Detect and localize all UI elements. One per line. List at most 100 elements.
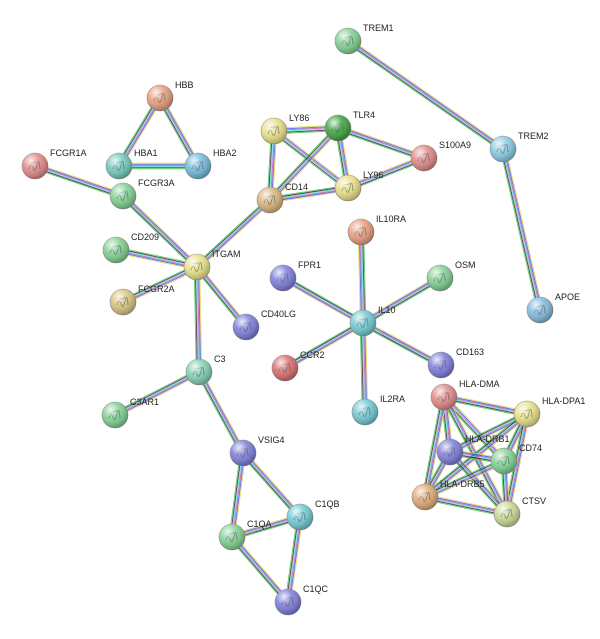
node-gloss <box>335 28 361 54</box>
node-osm[interactable]: OSM <box>426 260 476 292</box>
node-gloss <box>431 384 457 410</box>
edge-stripe <box>346 42 502 152</box>
node-cd74[interactable]: CD74 <box>490 443 542 475</box>
node-cd209[interactable]: CD209 <box>102 232 159 264</box>
node-vsig4[interactable]: VSIG4 <box>229 435 285 467</box>
edge-stripe <box>359 323 363 413</box>
node-ly86[interactable]: LY86 <box>260 113 309 145</box>
node-il2ra[interactable]: IL2RA <box>351 394 405 426</box>
edge-stripe <box>444 396 528 414</box>
node-label: CD209 <box>131 232 159 242</box>
edge-stripe <box>114 370 199 414</box>
edge-stripe <box>347 157 424 188</box>
node-tlr4[interactable]: TLR4 <box>324 110 375 142</box>
edge-stripe <box>425 496 508 514</box>
node-label: IL10RA <box>376 214 406 224</box>
node-gloss <box>427 265 453 291</box>
node-fcgr1a[interactable]: FCGR1A <box>21 148 87 180</box>
node-gloss <box>261 118 287 144</box>
node-gloss <box>437 439 463 465</box>
edge-stripe <box>422 396 443 497</box>
node-ccr2[interactable]: CCR2 <box>271 350 325 382</box>
edge-stripe <box>363 322 442 365</box>
node-label: FCGR1A <box>50 148 87 158</box>
edge-stripe <box>337 129 424 160</box>
node-hla-drb5[interactable]: HLA-DRB5 <box>411 479 485 511</box>
node-c3[interactable]: C3 <box>185 354 226 386</box>
edge-stripe <box>499 149 538 311</box>
node-cd14[interactable]: CD14 <box>256 182 308 214</box>
edge-stripe <box>363 321 442 364</box>
edge-stripe <box>290 517 304 603</box>
edge-C3-VSIG4 <box>196 370 246 455</box>
node-hla-dma[interactable]: HLA-DMA <box>430 379 500 411</box>
node-hbb[interactable]: HBB <box>146 80 194 112</box>
edge-stripe <box>116 249 198 267</box>
node-trem1[interactable]: TREM1 <box>334 23 394 55</box>
node-c1qa[interactable]: C1QA <box>218 519 272 551</box>
edge-stripe <box>199 266 203 372</box>
node-label: C1QC <box>303 584 329 594</box>
edge-stripe <box>364 320 443 363</box>
node-hba1[interactable]: HBA1 <box>105 148 158 180</box>
edge-stripe <box>267 125 337 199</box>
node-c3ar1[interactable]: C3AR1 <box>101 397 159 429</box>
edge-stripe <box>195 198 270 267</box>
node-ctsv[interactable]: CTSV <box>493 496 546 528</box>
edge-stripe <box>348 160 426 191</box>
node-c1qc[interactable]: C1QC <box>274 584 329 616</box>
edge-stripe <box>115 252 197 271</box>
edge-stripe <box>349 38 505 148</box>
node-gloss <box>103 237 129 263</box>
edge-stripe <box>120 197 196 270</box>
edge-stripe <box>451 449 510 513</box>
node-gloss <box>185 153 211 179</box>
edge-stripe <box>197 372 242 455</box>
node-hla-drb1[interactable]: HLA-DRB1 <box>436 434 510 466</box>
node-cd40lg[interactable]: CD40LG <box>232 309 296 341</box>
edge-stripe <box>114 371 199 415</box>
node-gloss <box>491 448 517 474</box>
edge-stripe <box>424 459 504 496</box>
node-c1qb[interactable]: C1QB <box>286 499 340 531</box>
edge-ITGAM-C3 <box>193 266 203 373</box>
node-ly96[interactable]: LY96 <box>334 170 383 202</box>
edge-stripe <box>123 194 199 267</box>
node-itgam[interactable]: ITGAM <box>183 249 241 281</box>
edge-stripe <box>123 269 199 305</box>
node-label: CTSV <box>522 496 546 506</box>
edge-stripe <box>117 96 159 166</box>
edge-stripe <box>348 39 505 149</box>
node-hba2[interactable]: HBA2 <box>184 148 237 180</box>
edge-stripe <box>508 414 530 515</box>
node-fcgr2a[interactable]: FCGR2A <box>109 284 175 316</box>
node-s100a9[interactable]: S100A9 <box>410 140 471 172</box>
edge-stripe <box>444 395 506 461</box>
node-label: CD74 <box>519 443 542 453</box>
node-apoe[interactable]: APOE <box>526 292 580 324</box>
edge-stripe <box>283 321 363 367</box>
node-fpr1[interactable]: FPR1 <box>269 260 321 292</box>
node-hla-dpa1[interactable]: HLA-DPA1 <box>513 396 585 428</box>
edge-stripe <box>423 458 504 495</box>
edge-stripe <box>443 397 504 462</box>
node-gloss <box>514 401 540 427</box>
node-il10[interactable]: IL10 <box>349 305 396 337</box>
edge-stripe <box>121 196 197 269</box>
edge-C1QA-C1QC <box>229 534 291 605</box>
node-label: C1QB <box>315 499 340 509</box>
node-il10ra[interactable]: IL10RA <box>347 214 406 246</box>
node-fcgr3a[interactable]: FCGR3A <box>109 178 175 210</box>
edge-stripe <box>424 460 504 497</box>
edge-stripe <box>272 132 347 191</box>
node-trem2[interactable]: TREM2 <box>489 131 549 163</box>
edge-stripe <box>442 397 504 463</box>
node-cd163[interactable]: CD163 <box>427 347 484 379</box>
edge-stripe <box>240 454 299 520</box>
edge-stripe <box>124 193 200 266</box>
node-gloss <box>275 589 301 615</box>
edge-FCGR1A-FCGR3A <box>33 162 125 200</box>
edge-stripe <box>362 231 366 323</box>
